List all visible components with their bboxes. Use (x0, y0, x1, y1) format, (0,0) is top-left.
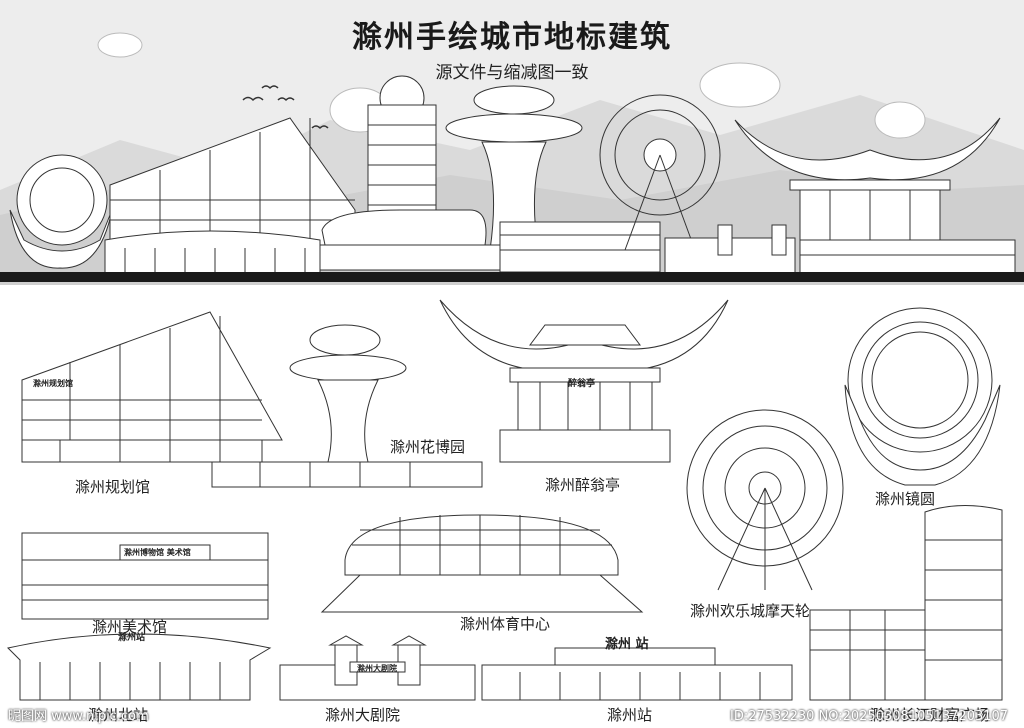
caption-grand-theatre: 滁州大剧院 (325, 706, 401, 724)
sign-museum: 滁州博物馆 美术馆 (124, 547, 191, 557)
caption-sports-center: 滁州体育中心 (460, 615, 551, 633)
banner-stadium (314, 209, 501, 271)
birds (242, 85, 329, 130)
caption-museum: 滁州美术馆 (92, 618, 168, 636)
sign-pavilion: 醉翁亭 (568, 379, 596, 389)
caption-north-station: 滁州北站 (88, 706, 149, 724)
ground-line (0, 272, 1024, 282)
page-subtitle: 源文件与缩减图一致 (435, 63, 589, 83)
changjiang-plaza-drawing (809, 504, 1003, 701)
museum-drawing (21, 532, 269, 620)
caption-planning-hall: 滁州规划馆 (75, 478, 151, 496)
ferris-wheel-drawing (686, 409, 844, 591)
banner-museum (499, 221, 661, 273)
skyline-banner: 滁州手绘城市地标建筑 源文件与缩减图一致 (0, 0, 1024, 285)
caption-mirror-garden: 滁州镜圆 (875, 490, 936, 508)
skyline-illustration (0, 0, 1024, 285)
sign-planning-hall: 滁州规划馆 (33, 378, 73, 388)
caption-ferris-wheel: 滁州欢乐城摩天轮 (690, 602, 811, 620)
north-station-drawing (7, 633, 272, 701)
sign-grand-theatre: 滁州大剧院 (357, 663, 397, 673)
watermark-left: 昵图网 www.nipic.com (8, 709, 149, 724)
banner-ferris-wheel (599, 94, 721, 251)
page-title: 滁州手绘城市地标建筑 (352, 20, 672, 55)
grand-theatre-drawing (279, 635, 476, 701)
banner-station (799, 239, 1016, 274)
caption-changjiang-plaza: 滁州长江财富广场 (870, 706, 991, 724)
planning-hall-drawing (21, 311, 283, 463)
banner-mirror-garden (9, 154, 113, 269)
caption-zuiweng-pavilion: 滁州醉翁亭 (545, 476, 621, 494)
caption-chuzhou-station: 滁州站 (607, 706, 653, 724)
sports-center-drawing (320, 514, 644, 613)
chuzhou-station-drawing (481, 647, 793, 701)
watermark-right: ID:27532230 NO:20250308105137203107 (730, 709, 1009, 724)
flower-expo-drawing (211, 324, 483, 488)
sign-north-station: 滁州站 (118, 633, 146, 643)
caption-flower-expo: 滁州花博园 (390, 438, 466, 456)
banner-north-station (104, 230, 321, 274)
mirror-garden-drawing (844, 307, 1001, 486)
zuiweng-pavilion-drawing (439, 299, 729, 463)
sign-chuzhou-station: 滁州 站 (605, 637, 649, 652)
